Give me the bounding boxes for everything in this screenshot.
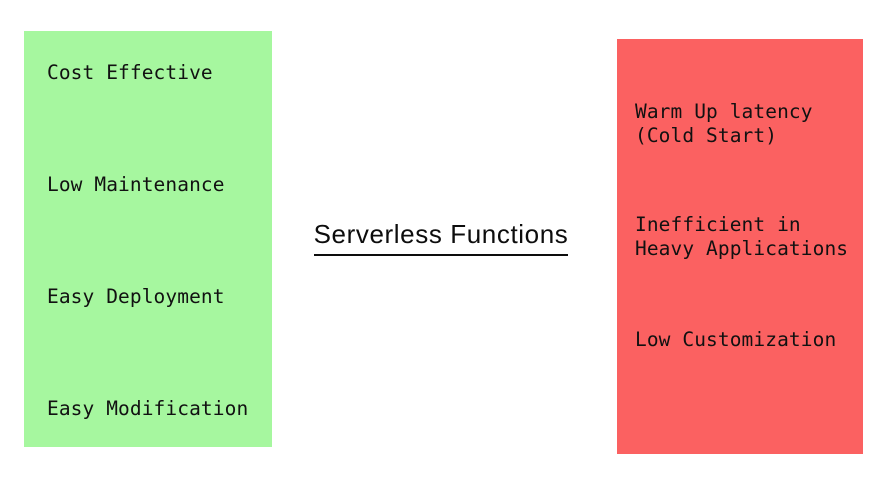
page-title-text: Serverless Functions [313,219,569,256]
disadvantage-item-3: Low Customization [635,328,837,351]
advantage-item-1: Cost Effective [47,61,213,84]
advantage-item-3: Easy Deployment [47,285,225,308]
disadvantage-item-1: Warm Up latency (Cold Start) [635,100,813,147]
disadvantages-panel: Warm Up latency (Cold Start) Inefficient… [617,39,863,454]
advantages-panel: Cost Effective Low Maintenance Easy Depl… [24,31,272,447]
page-title: Serverless Functions [296,219,586,256]
advantage-item-2: Low Maintenance [47,173,225,196]
disadvantage-item-2: Inefficient in Heavy Applications [635,213,849,260]
advantage-item-4: Easy Modification [47,397,249,420]
